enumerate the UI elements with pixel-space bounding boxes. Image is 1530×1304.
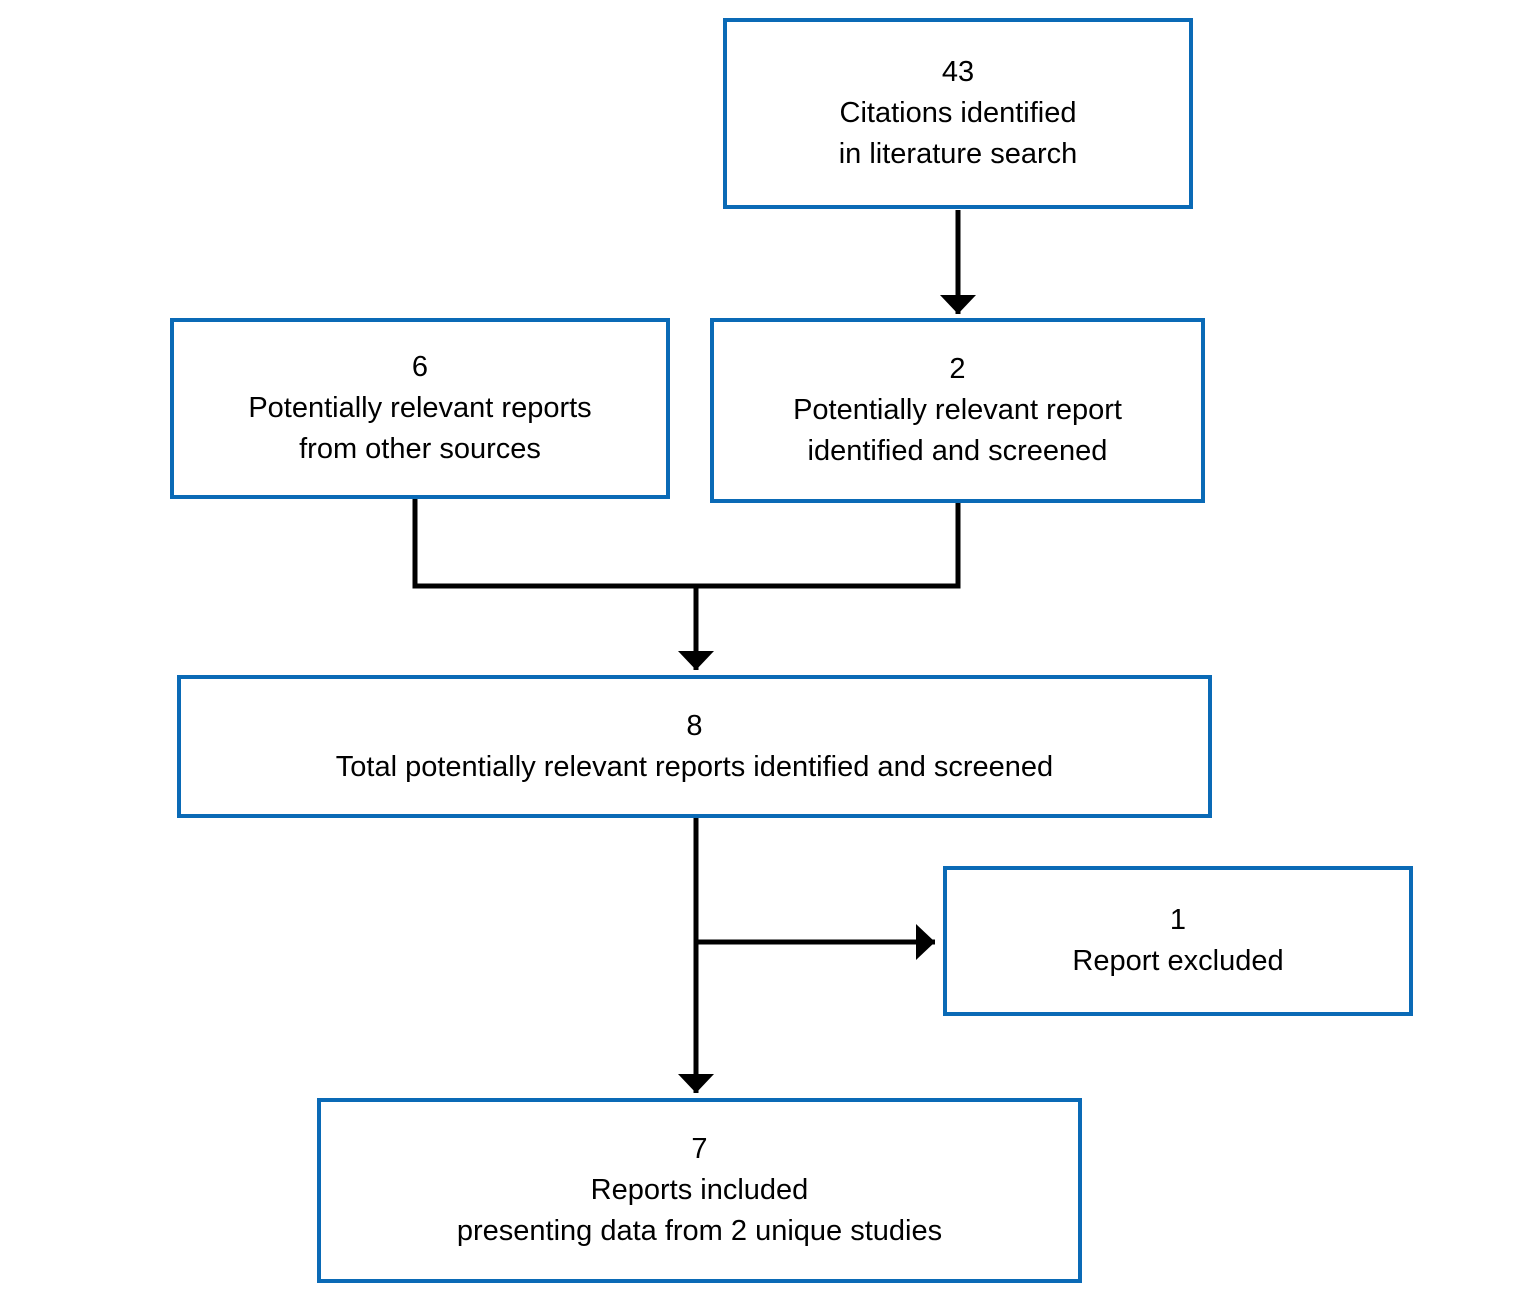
node-reports-other-sources: 6 Potentially relevant reports from othe… — [170, 318, 670, 499]
node-line: Reports included — [590, 1174, 809, 1206]
node-report-excluded: 1 Report excluded — [943, 866, 1413, 1016]
node-line: in literature search — [838, 138, 1078, 170]
edge-merge-other-and-screened — [412, 497, 961, 589]
node-line: presenting data from 2 unique studies — [456, 1215, 943, 1247]
node-count: 43 — [941, 56, 975, 88]
node-citations-identified: 43 Citations identified in literature se… — [723, 18, 1193, 209]
node-count: 7 — [691, 1133, 708, 1165]
node-count: 8 — [686, 709, 703, 742]
node-line: Potentially relevant report — [793, 394, 1122, 426]
node-count: 1 — [1169, 904, 1187, 936]
node-line: Report excluded — [1072, 945, 1284, 977]
node-line: Citations identified — [839, 97, 1077, 129]
node-line: Total potentially relevant reports ident… — [335, 750, 1054, 783]
node-reports-included: 7 Reports included presenting data from … — [317, 1098, 1082, 1283]
node-count: 6 — [411, 351, 429, 383]
node-line: from other sources — [299, 433, 541, 465]
node-total-reports-screened: 8 Total potentially relevant reports ide… — [177, 675, 1212, 818]
node-line: Potentially relevant reports — [248, 392, 592, 424]
node-line: identified and screened — [807, 435, 1108, 467]
node-report-identified-screened: 2 Potentially relevant report identified… — [710, 318, 1205, 503]
node-count: 2 — [949, 353, 966, 385]
